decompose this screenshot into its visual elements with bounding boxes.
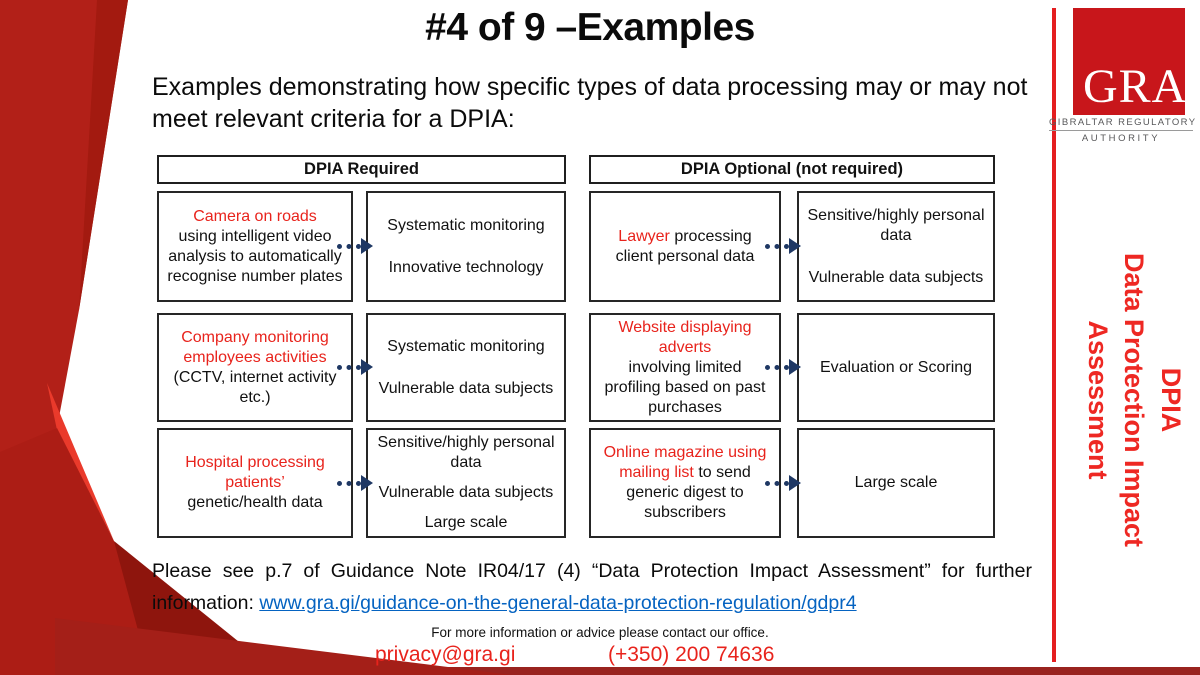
deco-triangle-lower (0, 428, 175, 675)
effect-item: Vulnerable data subjects (808, 268, 984, 286)
table-header-dpia-optional: DPIA Optional (not required) (589, 155, 995, 184)
arrow-icon (337, 475, 375, 491)
org-line-1: GIBRALTAR REGULATORY (1049, 117, 1197, 128)
cause-text: Camera on roads using intelligent video a… (163, 207, 347, 287)
guidance-link[interactable]: www.gra.gi/guidance-on-the-general-data-… (259, 591, 857, 614)
arrow-dots (337, 364, 361, 370)
effect-box-sensitive-vulnerable: Sensitive/highly personal data Vulnerabl… (797, 191, 995, 302)
arrow-dots (765, 243, 789, 249)
cause-highlight: Online magazine using mailing list (603, 444, 767, 481)
effect-item: Large scale (424, 514, 508, 531)
contact-phone: (+350) 200 74636 (608, 643, 775, 666)
arrow-dots (337, 480, 361, 486)
arrow-icon (765, 238, 803, 254)
arrow-head (789, 475, 801, 491)
effect-item: Systematic monitoring (387, 337, 545, 355)
slide-title: #4 of 9 –Examples (425, 6, 755, 49)
cause-detail: (CCTV, internet activity etc.) (173, 368, 337, 406)
cause-text: Hospital processing patients’ genetic/hea… (163, 453, 347, 513)
cause-detail: using intelligent video analysis to auto… (167, 227, 343, 285)
cause-text: Company monitoring employees activities(… (163, 328, 347, 408)
arrow-dots (765, 364, 789, 370)
arrow-head (789, 359, 801, 375)
effect-box-systematic-vulnerable: Systematic monitoring Vulnerable data su… (366, 313, 566, 422)
effect-item: Systematic monitoring (387, 216, 545, 234)
intro-text: Examples demonstrating how specific type… (152, 73, 1028, 133)
cause-highlight: Company monitoring employees activities (181, 328, 329, 366)
arrow-icon (765, 359, 803, 375)
gra-logo-text: GRA (1083, 60, 1188, 113)
arrow-head (361, 359, 373, 375)
cause-box-hospital: Hospital processing patients’ genetic/hea… (157, 428, 353, 538)
effect-item: Sensitive/highly personal data (807, 206, 985, 244)
arrow-head (789, 238, 801, 254)
cause-detail: genetic/health data (187, 494, 323, 511)
cause-box-company-monitoring: Company monitoring employees activities(… (157, 313, 353, 422)
cause-highlight: Lawyer (618, 227, 670, 245)
contact-email: privacy@gra.gi (375, 643, 516, 666)
vertical-title: DPIA Data Protection Impact Assessment (1078, 172, 1190, 628)
bottom-bar (0, 667, 1200, 675)
effect-box-evaluation-scoring: Evaluation or Scoring (797, 313, 995, 422)
cause-detail: involving limited profiling based on pas… (604, 358, 766, 416)
cause-detail: processing client personal data (615, 227, 755, 265)
vertical-line-data-protection-impact: Data Protection Impact (1119, 252, 1150, 548)
effect-box-systematic-innovative: Systematic monitoring Innovative technol… (366, 191, 566, 302)
arrow-icon (337, 359, 375, 375)
gra-logo: GRA (1073, 8, 1188, 115)
deco-triangle-top (0, 0, 128, 468)
arrow-dots (765, 480, 789, 486)
org-divider (1049, 130, 1193, 131)
vertical-line-dpia: DPIA (1155, 367, 1186, 433)
contact-info-line: For more information or advice please co… (431, 625, 769, 640)
guidance-note: Please see p.7 of Guidance Note IR04/17 … (152, 556, 1032, 619)
effect-item: Evaluation or Scoring (819, 358, 973, 376)
effect-item: Sensitive/highly personal data (377, 434, 555, 471)
effect-item: Vulnerable data subjects (378, 484, 554, 501)
deco-triangle-bright (47, 383, 114, 541)
cause-highlight: Website displaying adverts (618, 318, 752, 356)
guidance-note-text: Please see p.7 of Guidance Note IR04/17 … (152, 560, 1032, 614)
sidebar-divider-line (1052, 8, 1056, 662)
table-header-dpia-required: DPIA Required (157, 155, 566, 184)
arrow-icon (765, 475, 803, 491)
deco-triangle-top-shade (79, 0, 128, 310)
gra-org-name: GIBRALTAR REGULATORY AUTHORITY (1049, 117, 1197, 144)
cause-highlight: Hospital processing patients’ (185, 454, 325, 491)
table-header-label: DPIA Required (304, 160, 419, 178)
arrow-head (361, 238, 373, 254)
effect-item: Innovative technology (388, 258, 544, 276)
vertical-title-text: DPIA Data Protection Impact Assessment (1078, 172, 1190, 628)
cause-highlight: Camera on roads (193, 207, 317, 225)
effect-item: Large scale (854, 474, 938, 491)
org-line-2: AUTHORITY (1081, 133, 1161, 144)
cause-box-camera-on-roads: Camera on roads using intelligent video a… (157, 191, 353, 302)
effect-box-sensitive-vulnerable-large: Sensitive/highly personal data Vulnerabl… (366, 428, 566, 538)
arrow-icon (337, 238, 375, 254)
effect-item: Vulnerable data subjects (378, 379, 554, 397)
vertical-line-assessment: Assessment (1082, 320, 1113, 480)
cause-detail: to send generic digest to subscribers (626, 464, 751, 521)
arrow-head (361, 475, 373, 491)
arrow-dots (337, 243, 361, 249)
table-header-label: DPIA Optional (not required) (680, 160, 904, 178)
effect-box-large-scale: Large scale (797, 428, 995, 538)
